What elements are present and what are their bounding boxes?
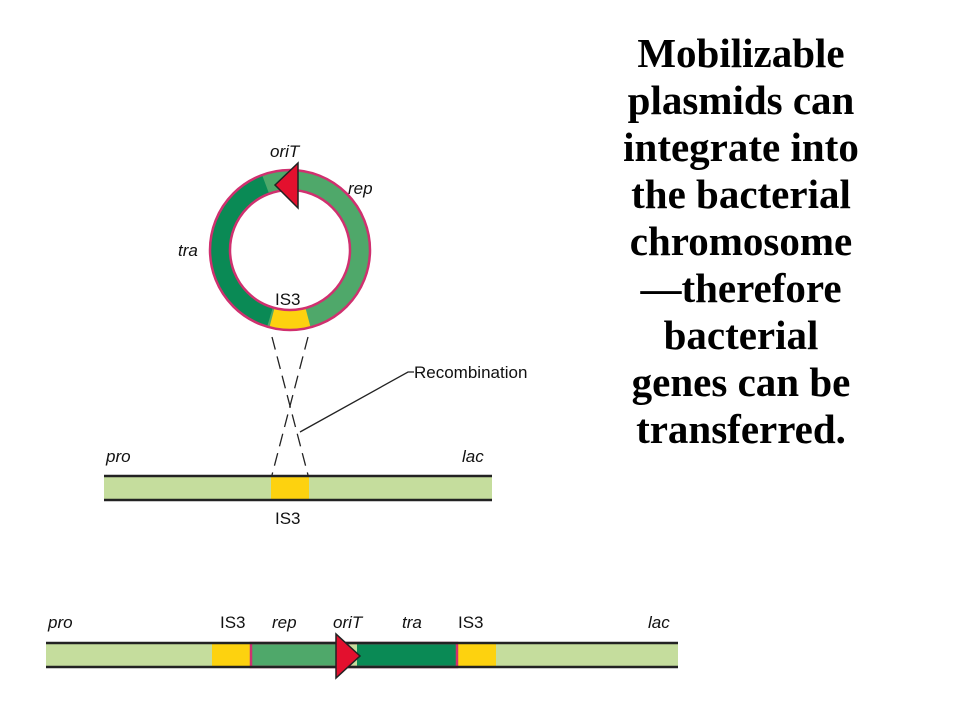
headline-line: integrate into — [623, 124, 859, 170]
integrated-is3-left — [212, 643, 250, 667]
plasmid-tra-label: tra — [178, 241, 198, 260]
plasmid-oriT-arrow — [273, 161, 299, 210]
headline-line: genes can be — [631, 359, 851, 405]
headline-line: transferred. — [636, 406, 846, 452]
crossover-line-right — [271, 336, 309, 476]
chromosome-pro-label: pro — [105, 447, 131, 466]
integrated-oriT-arrow — [335, 632, 362, 680]
integrated-tra-label: tra — [402, 613, 422, 632]
integrated-is3-left-label: IS3 — [220, 613, 246, 632]
headline-line: —therefore — [640, 265, 842, 311]
plasmid-is3-label: IS3 — [275, 290, 301, 309]
plasmid: oriT rep tra IS3 — [178, 142, 373, 332]
headline-line: plasmids can — [627, 77, 855, 123]
integrated-is3-right-label: IS3 — [458, 613, 484, 632]
chromosome: pro lac IS3 — [104, 447, 492, 528]
integrated-lac-label: lac — [648, 613, 670, 632]
plasmid-tra-segment — [210, 175, 274, 327]
integrated-rep-segment — [251, 643, 337, 667]
chromosome-is3-site — [271, 476, 309, 500]
plasmid-oriT-label: oriT — [270, 142, 301, 161]
headline-line: the bacterial — [631, 171, 851, 217]
integrated-chromosome: pro IS3 rep oriT tra IS3 lac — [46, 613, 678, 680]
integrated-oriT-label: oriT — [333, 613, 364, 632]
chromosome-lac-label: lac — [462, 447, 484, 466]
plasmid-rep-label: rep — [348, 179, 373, 198]
recombination-pointer-line — [299, 371, 414, 433]
headline-line: chromosome — [629, 218, 853, 264]
integrated-pro-label: pro — [47, 613, 73, 632]
recombination-label: Recombination — [414, 363, 527, 382]
integrated-is3-right — [458, 643, 496, 667]
headline-line: bacterial — [663, 312, 819, 358]
headline: Mobilizable plasmids can integrate into … — [596, 30, 886, 453]
crossover-lines — [271, 336, 309, 476]
integrated-rep-label: rep — [272, 613, 297, 632]
integrated-tra-segment — [357, 643, 457, 667]
plasmid-is3-segment — [269, 307, 311, 330]
headline-line: Mobilizable — [637, 30, 845, 76]
chromosome-is3-label: IS3 — [275, 509, 301, 528]
